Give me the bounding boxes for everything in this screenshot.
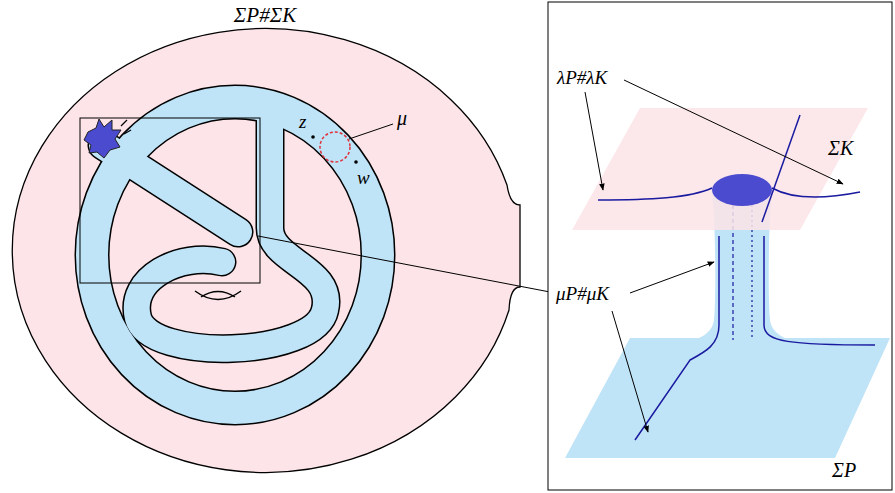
inset-frame bbox=[80, 118, 260, 283]
star-blob bbox=[84, 119, 121, 158]
ring-outline bbox=[92, 102, 378, 408]
mu-curve bbox=[764, 236, 875, 345]
basepoint-dot bbox=[354, 160, 358, 164]
surface-label: ΣP bbox=[832, 460, 856, 480]
inset-panel bbox=[548, 2, 892, 490]
curve-label: λP#λK bbox=[557, 68, 607, 87]
meridian-circle bbox=[320, 132, 350, 162]
band-fill bbox=[92, 102, 378, 408]
ring-band bbox=[92, 102, 378, 408]
torus-hole bbox=[195, 291, 241, 300]
leader-line bbox=[258, 236, 550, 292]
leaders bbox=[585, 80, 843, 432]
band-outline bbox=[92, 102, 378, 408]
lambda-curve bbox=[772, 188, 860, 197]
surface-label: ΣK bbox=[828, 138, 853, 158]
lambda-curve bbox=[598, 188, 712, 200]
tick-mark bbox=[124, 130, 131, 134]
basepoint-label: w bbox=[357, 168, 370, 187]
curve-label: μ bbox=[397, 108, 407, 128]
leader-line bbox=[624, 80, 843, 184]
surface-plane bbox=[565, 338, 890, 458]
tube-mouth bbox=[712, 174, 772, 206]
alpha-curve bbox=[762, 115, 800, 222]
surface-label: ΣP#ΣK bbox=[234, 5, 296, 26]
leader-line bbox=[612, 311, 648, 432]
mu-curve bbox=[635, 236, 719, 440]
curve-label: μP#μK bbox=[556, 284, 609, 303]
surface-plane bbox=[572, 108, 868, 230]
leader-line bbox=[630, 262, 714, 293]
tick-mark bbox=[121, 120, 127, 126]
surface-disc bbox=[12, 28, 520, 472]
basepoint-label: z bbox=[299, 112, 306, 131]
torus-hole bbox=[201, 292, 235, 298]
leader-line bbox=[585, 92, 603, 190]
tube-band bbox=[103, 145, 238, 232]
leader-line bbox=[349, 124, 393, 139]
basepoint-dot bbox=[311, 135, 315, 139]
loop-band bbox=[137, 118, 326, 349]
curves bbox=[598, 115, 875, 440]
